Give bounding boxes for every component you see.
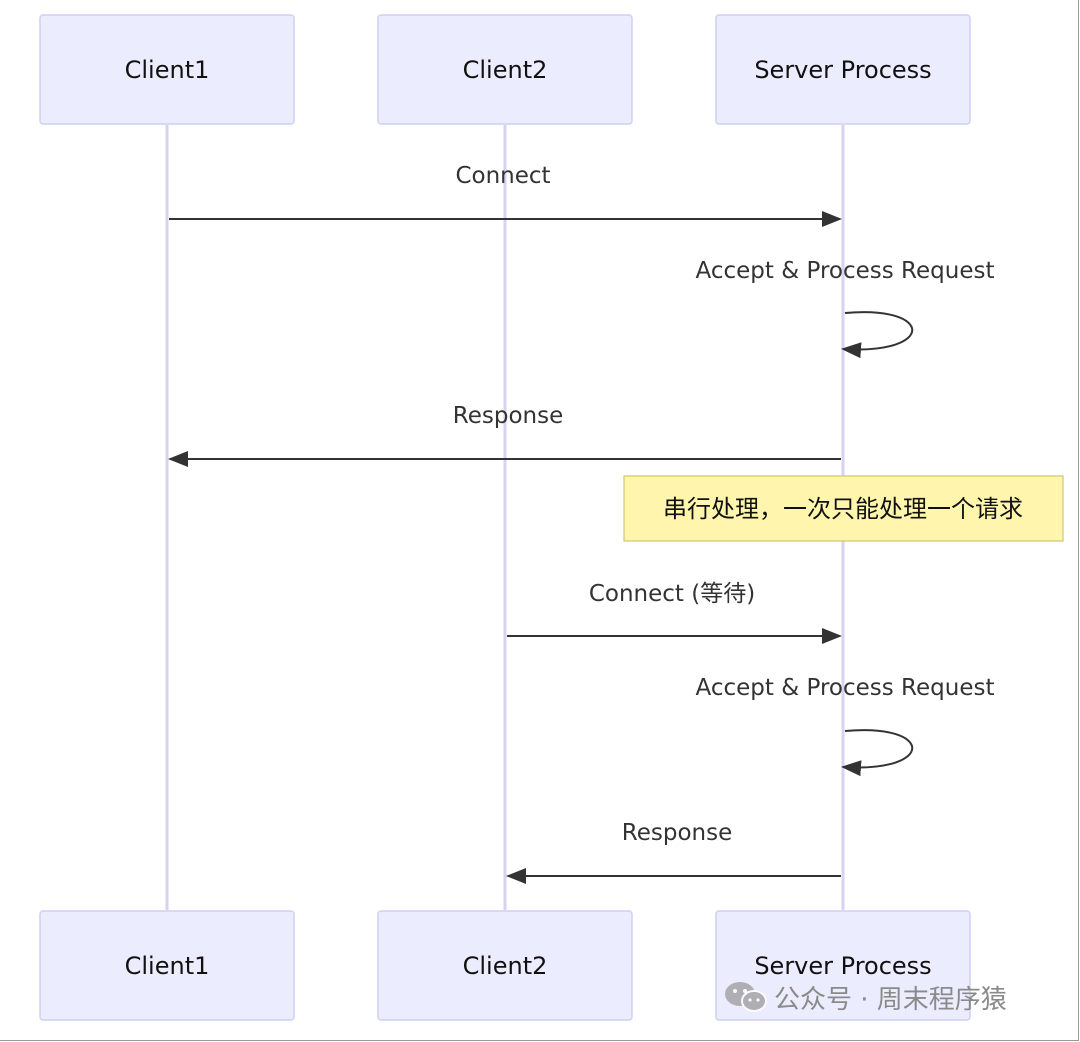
actor-client1-bottom: Client1	[39, 910, 295, 1021]
message-label: Accept & Process Request	[696, 258, 995, 284]
actor-label: Server Process	[754, 56, 931, 84]
actor-label: Server Process	[754, 952, 931, 980]
message-connect-client1: Connect	[169, 163, 842, 227]
actor-label: Client2	[463, 56, 548, 84]
message-response-client2: Response	[506, 820, 841, 884]
watermark: 公众号 · 周末程序猿	[725, 982, 1007, 1015]
actor-label: Client2	[463, 952, 548, 980]
actor-label: Client1	[125, 56, 210, 84]
wechat-icon	[725, 982, 767, 1012]
note-text: 串行处理，一次只能处理一个请求	[663, 495, 1023, 523]
message-label: Response	[622, 820, 732, 846]
note-serial-processing: 串行处理，一次只能处理一个请求	[623, 475, 1064, 542]
message-label: Connect	[455, 163, 550, 189]
message-connect-client2: Connect (等待)	[507, 581, 842, 644]
actor-client2-top: Client2	[377, 14, 633, 125]
message-label: Response	[453, 403, 563, 429]
message-response-client1: Response	[168, 403, 841, 467]
actor-server-bottom: Server Process	[715, 910, 971, 1021]
actor-client2-bottom: Client2	[377, 910, 633, 1021]
message-self-process-2: Accept & Process Request	[696, 675, 995, 777]
self-loop-arrow	[841, 729, 914, 777]
self-loop-arrow	[841, 311, 914, 359]
message-label: Accept & Process Request	[696, 675, 995, 701]
message-label: Connect (等待)	[589, 581, 755, 607]
actor-client1-top: Client1	[39, 14, 295, 125]
watermark-text: 公众号 · 周末程序猿	[774, 985, 1007, 1015]
actor-server-top: Server Process	[715, 14, 971, 125]
message-self-process-1: Accept & Process Request	[696, 258, 995, 359]
actor-label: Client1	[125, 952, 210, 980]
